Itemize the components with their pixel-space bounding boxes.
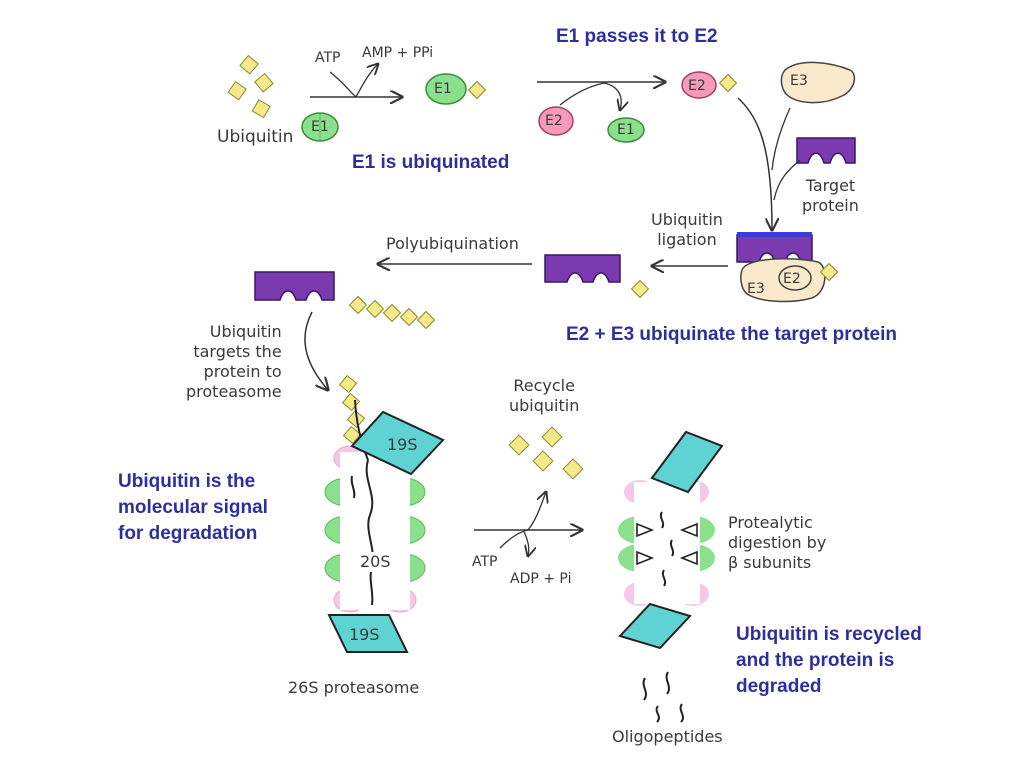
ubiquitin-molecule: [341, 392, 361, 412]
targeting-arrow: [304, 311, 328, 390]
e1-release-curve: [603, 82, 621, 110]
e2-label-ligation: E2: [783, 271, 801, 287]
e1-enzyme-released: [607, 117, 645, 143]
ubiquitin-label: Ubiquitin: [217, 127, 294, 147]
e2-entry-curve: [559, 82, 605, 106]
ubiquitin-molecule: [251, 99, 271, 119]
ubiquitin-molecule: [338, 374, 358, 394]
e1-label-released: E1: [617, 122, 635, 138]
recycled-ubiquitin: [508, 426, 584, 480]
atp-adp-curve: [499, 492, 546, 549]
ligation-complex: [736, 232, 839, 303]
e2-label-free: E2: [545, 113, 563, 129]
e2-ubiquitin-complex: [681, 71, 738, 99]
ubiquitin-molecule: [562, 458, 584, 480]
ubiquitin-molecule: [348, 295, 368, 315]
ubiquitin-molecule: [819, 262, 839, 282]
ubiquitin-molecule: [342, 425, 362, 445]
e1-enzyme-initial: [301, 112, 339, 142]
note-e1-passes: E1 passes it to E2: [556, 26, 718, 47]
proteasome-26s: [324, 374, 445, 653]
e1-ubiquitin-complex: [425, 73, 487, 105]
note-e2-e3: E2 + E3 ubiquinate the target protein: [566, 324, 897, 345]
e1-label-complex: E1: [434, 81, 452, 97]
adp-release-curve: [523, 531, 529, 556]
polyubiquitinated-protein: [254, 271, 436, 330]
note-signal: Ubiquitin is the molecular signal for de…: [118, 471, 268, 544]
e3-enzyme: [780, 61, 856, 104]
ubiquitin-cluster: [227, 54, 274, 119]
ubiquitin-molecule: [399, 307, 419, 327]
ubiquitin-molecule: [365, 299, 385, 319]
atp-curve: [329, 64, 378, 99]
ubiquitin-targets-label: Ubiquitin targets the protein to proteas…: [186, 322, 282, 401]
proteolytic-digestion-label: Protealytic digestion by β subunits: [728, 513, 827, 572]
oligopeptides: [642, 671, 684, 723]
ubiquitin-molecule: [630, 279, 650, 299]
cap-19s-bottom-label: 19S: [349, 625, 380, 644]
target-protein: [796, 137, 856, 164]
ubiquitin-molecule: [254, 72, 274, 93]
amp-ppi-label: AMP + PPi: [362, 45, 434, 61]
ubiquitin-molecule: [532, 450, 554, 472]
cap-19s-top: [650, 430, 724, 494]
cap-19s-top-label: 19S: [387, 435, 418, 454]
oligopeptides-label: Oligopeptides: [612, 727, 723, 746]
ubiquitin-molecule: [239, 54, 259, 75]
core-20s-label: 20S: [360, 552, 391, 572]
converge-e3-arrow: [771, 107, 791, 171]
cap-19s-bottom: [327, 614, 409, 653]
cap-19s-bottom: [618, 602, 692, 650]
polyubiquination-label: Polyubiquination: [386, 234, 519, 253]
cap-19s-top: [350, 410, 445, 476]
ubiquitin-molecule: [416, 310, 436, 330]
e2-enzyme-free: [538, 106, 574, 136]
ubiquitin-molecule: [227, 80, 247, 101]
adp-pi-label: ADP + Pi: [510, 571, 572, 587]
e3-label-ligation: E3: [747, 281, 765, 297]
monoubiquitinated-protein: [544, 254, 650, 299]
proteasome-degrading: [618, 430, 724, 650]
converge-e2-arrow: [737, 97, 772, 230]
proteasome-26s-label: 26S proteasome: [288, 678, 420, 697]
ubiquitin-ligation-label: Ubiquitin ligation: [651, 210, 723, 249]
recycle-ubiquitin-label: Recycle ubiquitin: [509, 376, 580, 415]
converge-target-arrow: [773, 159, 801, 201]
atp-top-label: ATP: [315, 50, 341, 66]
note-e1-ubiquinated: E1 is ubiquinated: [352, 152, 510, 173]
ubiquitin-molecule: [718, 73, 738, 93]
ubiquitin-molecule: [467, 80, 487, 100]
ubiquitin-molecule: [541, 426, 563, 448]
note-recycled: Ubiquitin is recycled and the protein is…: [736, 624, 922, 697]
ubiquitin-molecule: [382, 303, 402, 323]
e3-label-free: E3: [790, 73, 808, 89]
e2-label-complex: E2: [688, 78, 706, 94]
target-protein-label: Target protein: [802, 176, 859, 215]
atp-bottom-label: ATP: [472, 554, 498, 570]
ubiquitin-molecule: [508, 434, 530, 456]
e1-label-initial: E1: [311, 119, 329, 135]
